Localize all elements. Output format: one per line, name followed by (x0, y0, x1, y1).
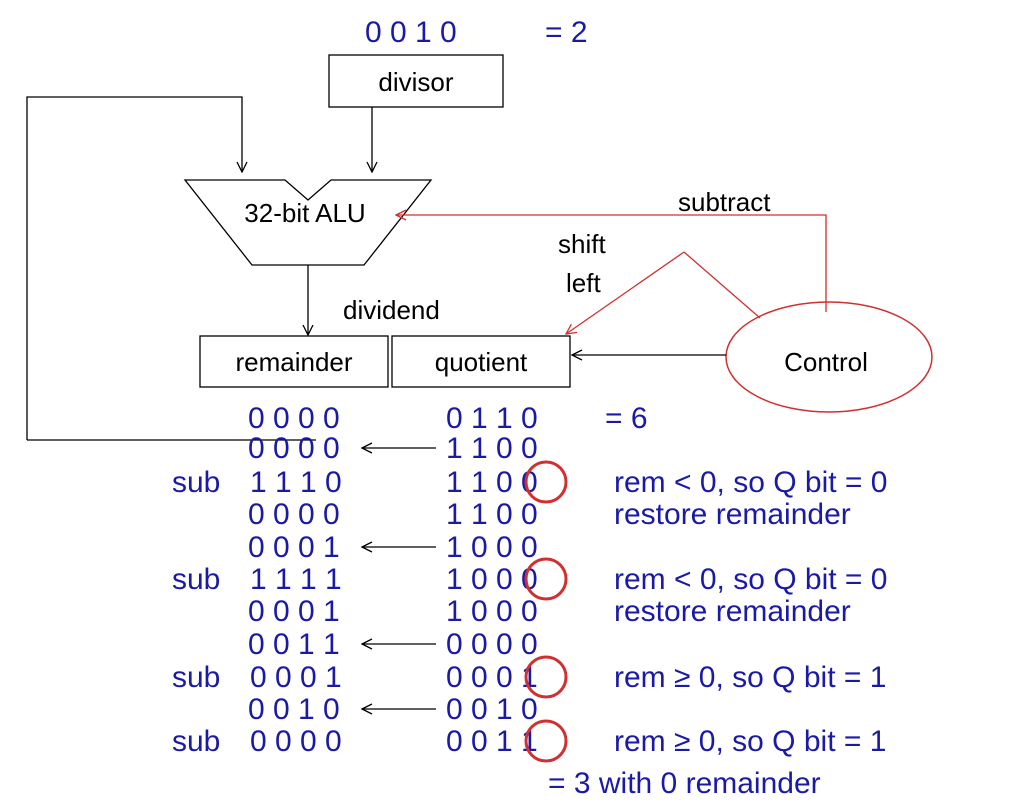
step-prefix: sub (172, 563, 220, 596)
step-quotient: 0 0 1 0 (446, 693, 538, 726)
shift-signal-wire-a (683, 251, 761, 319)
step-quotient: 1 1 0 0 (446, 498, 538, 531)
quotient-label: quotient (435, 347, 528, 377)
step-quotient: 1 0 0 0 (446, 595, 538, 628)
step-remainder: 0 0 1 0 (248, 693, 340, 726)
quotient-bit-circle (524, 655, 568, 699)
remainder-label: remainder (235, 347, 352, 377)
step-note: rem < 0, so Q bit = 0 (614, 466, 887, 499)
feedback-wire (26, 96, 242, 440)
step-quotient: 0 0 1 1 (446, 725, 538, 758)
step-quotient: 0 0 0 0 (446, 628, 538, 661)
shift-label: shift (558, 229, 606, 259)
quotient-box (391, 335, 571, 388)
step-remainder: 0 0 0 1 (248, 531, 340, 564)
step-quotient: 1 0 0 0 (446, 531, 538, 564)
left-label: left (566, 268, 601, 298)
step-note: rem < 0, so Q bit = 0 (614, 563, 887, 596)
step-remainder: 0 0 0 0 (250, 725, 342, 758)
step-note: restore remainder (614, 595, 851, 628)
step-remainder: 0 0 0 0 (248, 432, 340, 465)
step-remainder: 1 1 1 1 (250, 563, 342, 596)
step-remainder: 1 1 1 0 (250, 466, 342, 499)
quotient-bit-circle (524, 460, 568, 504)
step-quotient: 0 0 0 1 (446, 661, 538, 694)
step-quotient: 1 1 0 0 (446, 432, 538, 465)
subtract-label: subtract (678, 187, 771, 217)
remainder-box (199, 335, 389, 388)
dividend-label: dividend (343, 295, 440, 325)
control-ellipse (725, 301, 933, 413)
divisor-value: = 2 (545, 16, 588, 49)
divisor-box (328, 54, 504, 108)
step-quotient: 1 0 0 0 (446, 563, 538, 596)
step-prefix: sub (172, 725, 220, 758)
initial-quotient: 0 1 1 0 (446, 402, 538, 435)
shift-signal-arrow (566, 251, 685, 334)
step-remainder: 0 0 0 0 (248, 498, 340, 531)
alu-shape (183, 179, 433, 266)
initial-remainder: 0 0 0 0 (248, 402, 340, 435)
step-prefix: sub (172, 661, 220, 694)
quotient-bit-circle (524, 719, 568, 763)
step-remainder: 0 0 0 1 (250, 661, 342, 694)
alu-label: 32-bit ALU (244, 198, 365, 228)
result-text: = 3 with 0 remainder (548, 767, 821, 800)
step-note: restore remainder (614, 498, 851, 531)
step-remainder: 0 0 1 1 (248, 628, 340, 661)
divisor-bits: 0 0 1 0 (365, 16, 457, 49)
control-label: Control (784, 347, 868, 377)
step-prefix: sub (172, 466, 220, 499)
subtract-signal-wire (396, 215, 827, 312)
divisor-label: divisor (378, 67, 453, 97)
step-remainder: 0 0 0 1 (248, 595, 340, 628)
division-steps: 0 0 0 0 1 1 0 0 sub 1 1 1 0 1 1 0 0 rem < 0, … (172, 432, 887, 763)
quotient-bit-circle (524, 557, 568, 601)
step-note: rem ≥ 0, so Q bit = 1 (614, 661, 886, 694)
step-quotient: 1 1 0 0 (446, 466, 538, 499)
step-note: rem ≥ 0, so Q bit = 1 (614, 725, 886, 758)
initial-value: = 6 (605, 402, 648, 435)
